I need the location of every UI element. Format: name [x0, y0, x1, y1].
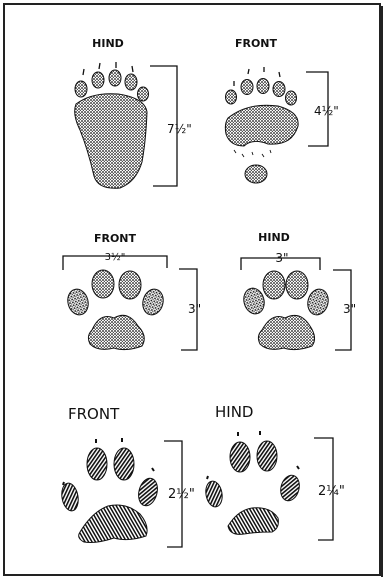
- wolf-front-length: 3": [188, 302, 201, 316]
- wolf-front-label: FRONT: [94, 232, 137, 245]
- wolf-hind-length: 3": [343, 302, 356, 316]
- wolf-hind-label: HIND: [258, 231, 290, 244]
- bear-front-length: 4½": [314, 104, 339, 118]
- fox-front-label: FRONT: [68, 405, 120, 423]
- fox-hind-length: 2¼": [318, 484, 345, 499]
- bear-hind-length: 7½": [167, 122, 192, 136]
- bear-hind-label: HIND: [92, 37, 124, 50]
- wolf-front-width: 3½": [105, 251, 126, 263]
- wolf-hind-width: 3": [275, 251, 288, 265]
- bear-front-label: FRONT: [235, 37, 278, 50]
- fox-hind-label: HIND: [215, 403, 253, 421]
- fox-front-length: 2½": [168, 487, 195, 502]
